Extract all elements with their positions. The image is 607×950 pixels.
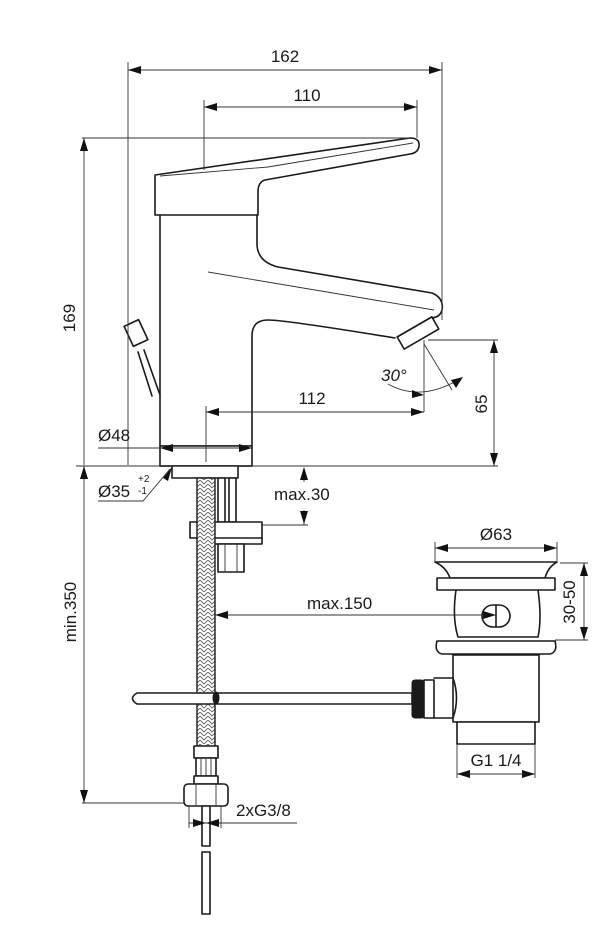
dim-connection-thread-label: 2xG3/8 (236, 801, 291, 820)
dim-spout-height-label: 65 (472, 395, 491, 414)
dim-lever-reach: 110 (203, 86, 418, 170)
base-ring (171, 465, 239, 479)
popup-rod (131, 679, 435, 719)
pop-up-waste (433, 561, 558, 745)
aerator (396, 316, 440, 350)
dim-overall-width: 162 (127, 47, 443, 465)
dim-rod-distance-label: max.150 (307, 594, 372, 613)
dim-hole-tolerance-minus: -1 (138, 486, 147, 497)
waste-plug (434, 561, 558, 579)
dim-waste-diameter-label: Ø63 (480, 525, 512, 544)
dim-overall-width-label: 162 (271, 47, 299, 66)
dim-body-diameter: Ø48 (98, 426, 252, 452)
dim-spout-angle: 30° (381, 343, 463, 398)
dim-connection-thread: 2xG3/8 (188, 801, 297, 828)
flexible-hose (183, 477, 229, 915)
dim-waste-diameter: Ø63 (434, 525, 558, 562)
dim-hole-diameter: Ø35 +2 -1 (98, 467, 172, 502)
dim-lever-reach-label: 110 (293, 86, 320, 105)
dim-waste-thread: G1 1/4 (456, 744, 536, 778)
fixing-nut (217, 543, 245, 573)
dim-deck-thickness-label: max.30 (274, 485, 330, 504)
dim-hole-diameter-label: Ø35 (98, 482, 130, 501)
dim-spout-reach: 112 (205, 340, 425, 462)
dim-hole-tolerance-plus: +2 (138, 474, 150, 485)
tap-body (123, 137, 444, 479)
dim-rod-distance: max.150 (215, 594, 496, 619)
dim-waste-thread-label: G1 1/4 (470, 751, 521, 770)
dim-waste-height: 30-50 (555, 562, 588, 641)
dim-overall-height-label: 169 (60, 304, 79, 332)
dim-overall-height: 169 (60, 137, 410, 465)
dim-waste-height-label: 30-50 (560, 580, 579, 623)
dim-hose-length: min.350 (61, 466, 184, 804)
body-column (159, 214, 396, 447)
lever-handle (154, 137, 420, 216)
popup-lever (123, 318, 161, 397)
hose-connector-nut (183, 783, 229, 807)
dim-spout-reach-label: 112 (298, 389, 325, 408)
dim-hose-length-label: min.350 (61, 582, 80, 642)
spout (256, 214, 444, 319)
dim-spout-height: 65 (428, 339, 498, 466)
dim-deck-thickness: max.30 (262, 467, 330, 526)
dim-spout-angle-label: 30° (381, 366, 407, 385)
dim-body-diameter-label: Ø48 (98, 426, 130, 445)
